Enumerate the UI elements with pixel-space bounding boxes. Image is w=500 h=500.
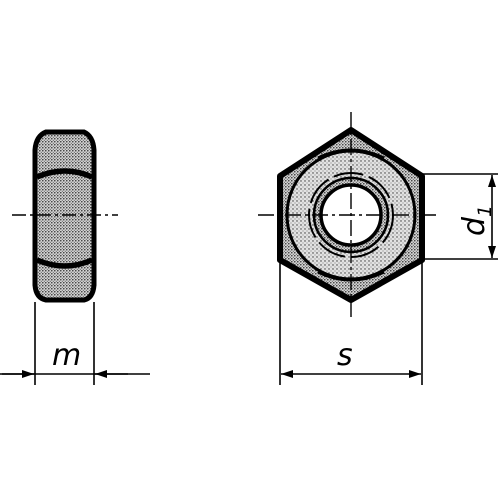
front-view: s d1 — [258, 112, 498, 385]
side-view-body — [32, 129, 97, 303]
dimension-label-s: s — [337, 338, 353, 373]
svg-text:d1: d1 — [457, 205, 496, 236]
dimension-label-m: m — [52, 338, 81, 373]
side-view-face-edge-top — [35, 168, 94, 180]
side-view-face-edge-bottom — [35, 257, 94, 269]
side-view: m — [0, 129, 150, 385]
dimension-label-d1-main: d — [457, 216, 492, 236]
dimension-label-d1-subscript: 1 — [474, 205, 496, 217]
dimension-label-d1: d1 — [457, 205, 496, 236]
